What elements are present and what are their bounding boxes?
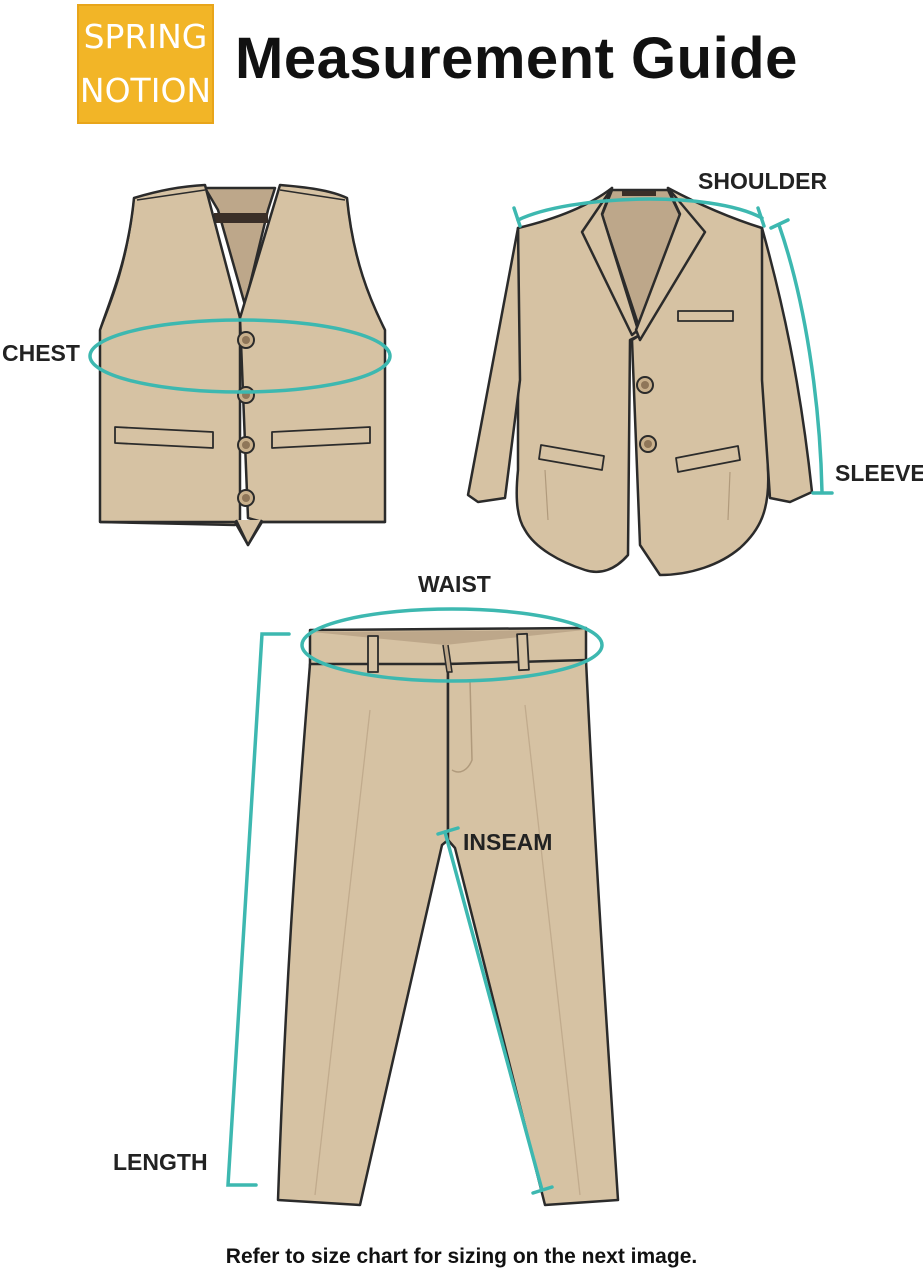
chest-label: CHEST: [2, 340, 80, 366]
waist-label: WAIST: [418, 571, 491, 597]
length-measure-line: [226, 632, 291, 1187]
brand-logo: SPRING NOTION: [77, 4, 214, 124]
shoulder-measure-line: [512, 197, 766, 228]
brand-logo-line1: SPRING: [83, 17, 208, 56]
waist-measure-line: [300, 607, 604, 683]
inseam-measure-line: [436, 826, 554, 1195]
length-label: LENGTH: [113, 1149, 208, 1175]
vest-illustration: [98, 183, 387, 547]
inseam-label: INSEAM: [463, 829, 553, 855]
shoulder-label: SHOULDER: [698, 168, 828, 194]
brand-logo-line2: NOTION: [79, 71, 212, 110]
page-title: Measurement Guide: [235, 26, 798, 91]
footer-note: Refer to size chart for sizing on the ne…: [225, 1245, 698, 1268]
jacket-illustration: [466, 186, 814, 577]
chest-measure-line: [88, 318, 392, 394]
sleeve-measure-line: [769, 218, 834, 495]
pants-illustration: [276, 626, 620, 1207]
sleeve-label: SLEEVE: [835, 460, 923, 486]
